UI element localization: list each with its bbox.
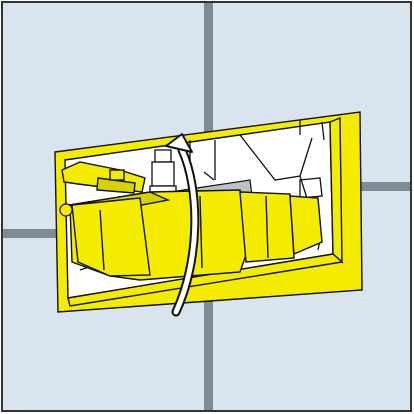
module-front-face bbox=[71, 197, 151, 277]
actuator-module bbox=[61, 161, 323, 281]
grout-horizontal-left bbox=[3, 229, 65, 238]
module-cap bbox=[289, 195, 323, 256]
module-side-knob bbox=[59, 203, 73, 217]
grout-horizontal-right bbox=[352, 182, 410, 191]
arrow-head bbox=[165, 133, 193, 153]
rotation-arrow bbox=[165, 133, 200, 317]
recess-bottom-wall bbox=[67, 253, 344, 307]
